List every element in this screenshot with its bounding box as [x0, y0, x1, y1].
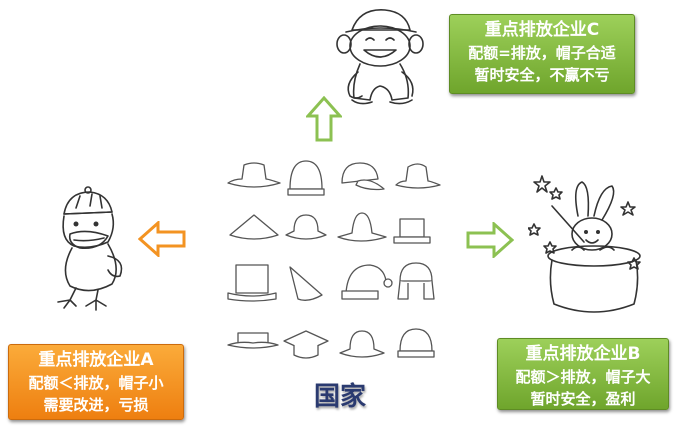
right-arrow — [466, 222, 514, 258]
company-b-line1: 配额＞排放，帽子大 — [515, 368, 651, 386]
fedora-hat-icon — [227, 162, 281, 188]
graduation-cap-icon — [283, 330, 329, 359]
company-b-line2: 暂时安全，盈利 — [530, 390, 636, 408]
rabbit-illustration — [528, 175, 641, 313]
tophat-small-icon — [393, 218, 431, 244]
top-hat-icon — [227, 264, 277, 302]
conical-hat-icon — [229, 214, 279, 240]
company-a-title: 重点排放企业A — [38, 350, 154, 370]
company-a-line2: 需要改进，亏损 — [43, 396, 149, 414]
company-a-line1: 配额＜排放，帽子小 — [28, 374, 164, 392]
company-a-box: 重点排放企业A 配额＜排放，帽子小 需要改进，亏损 — [8, 344, 184, 420]
company-c-box: 重点排放企业C 配额=排放，帽子合适 暂时安全，不赢不亏 — [449, 14, 635, 94]
round-hat-icon — [285, 214, 327, 240]
baseball-cap-icon — [341, 162, 385, 191]
sun-hat-icon — [339, 330, 385, 358]
party-hat-icon — [289, 266, 323, 301]
trapper-hat-icon — [397, 262, 435, 300]
santa-hat-icon — [341, 264, 393, 300]
company-b-box: 重点排放企业B 配额＞排放，帽子大 暂时安全，盈利 — [497, 338, 669, 410]
company-c-line2: 暂时安全，不赢不亏 — [474, 66, 610, 84]
bowler-hat-icon — [395, 163, 441, 189]
company-b-title: 重点排放企业B — [525, 344, 641, 364]
monkey-illustration — [336, 9, 424, 105]
knit-hat-icon — [397, 328, 435, 358]
duck-illustration — [57, 186, 123, 311]
sombrero-hat-icon — [337, 212, 387, 242]
boater-hat-icon — [227, 332, 279, 349]
beanie-hat-icon — [287, 160, 325, 196]
hats-grid — [227, 160, 441, 359]
country-label: 国家 — [313, 382, 366, 412]
left-arrow — [138, 221, 186, 257]
company-c-line1: 配额=排放，帽子合适 — [468, 44, 616, 62]
company-c-title: 重点排放企业C — [484, 20, 600, 40]
up-arrow — [306, 96, 342, 142]
